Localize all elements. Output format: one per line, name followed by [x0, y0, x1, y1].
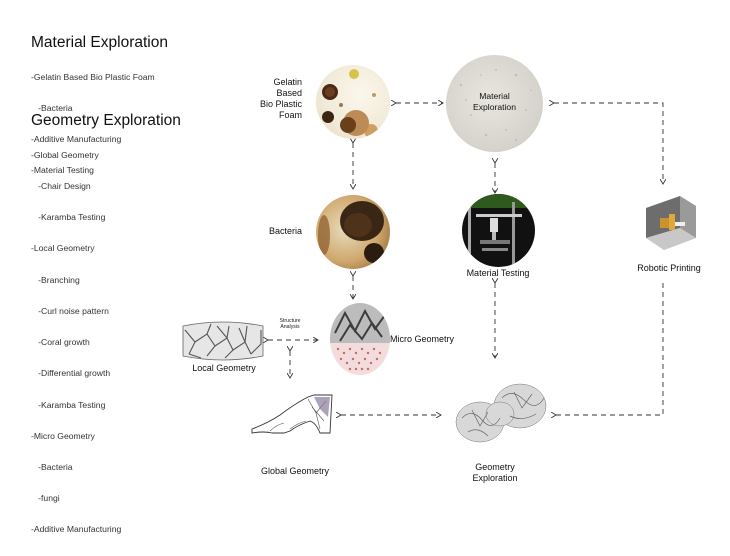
list-item: -Additive Manufacturing — [31, 524, 122, 535]
label-micro-geometry: Micro Geometry — [390, 334, 455, 344]
list-item: -Bacteria — [31, 103, 73, 114]
label-bacteria: Bacteria — [268, 226, 302, 236]
material-exploration-image: Material Exploration — [446, 55, 543, 152]
list-item: -Chair Design — [31, 181, 91, 192]
geometry-exploration-image — [452, 378, 554, 448]
global-geometry-image — [250, 393, 334, 437]
list-item: -Differential growth — [31, 368, 111, 379]
gelatin-foam-image — [316, 65, 390, 139]
material-testing-image — [462, 194, 535, 267]
micro-geometry-image — [330, 303, 390, 375]
list-item: -Local Geometry — [31, 243, 95, 254]
geometry-exploration-title: Geometry Exploration — [31, 112, 181, 129]
list-item: -Bacteria — [31, 462, 73, 472]
arrow-material-robotic — [554, 103, 663, 184]
list-item: -fungi — [31, 493, 60, 504]
list-item: -Additive Manufacturing — [31, 134, 122, 145]
list-item: -Curl noise pattern — [31, 305, 109, 316]
local-geometry-image — [181, 320, 265, 362]
label-material-testing: Material Testing — [466, 268, 530, 278]
robotic-printing-image — [636, 188, 702, 254]
label-gelatin: Gelatin Based Bio Plastic Foam — [259, 77, 302, 120]
list-item: -Branching — [31, 274, 80, 285]
list-item: -Material Testing — [31, 165, 94, 176]
material-exploration-list: -Gelatin Based Bio Plastic Foam -Bacteri… — [31, 51, 168, 197]
list-item: -Coral growth — [31, 337, 90, 348]
material-exploration-title: Material Exploration — [31, 34, 168, 51]
material-exploration-block: Material Exploration -Gelatin Based Bio … — [31, 34, 168, 197]
label-global-geometry: Global Geometry — [260, 466, 330, 476]
list-item: -Global Geometry — [31, 149, 99, 160]
list-item: -Gelatin Based Bio Plastic Foam — [31, 71, 155, 82]
label-local-geometry: Local Geometry — [192, 363, 256, 373]
label-material-exploration: Material Exploration — [473, 91, 516, 112]
label-robotic-printing: Robotic Printing — [637, 263, 701, 273]
list-item: -Karamba Testing — [31, 212, 106, 223]
geometry-exploration-list: -Global Geometry -Chair Design -Karamba … — [31, 129, 181, 556]
label-structure-analysis: Structure Analysis — [279, 318, 301, 331]
list-item: -Karamba Testing — [31, 399, 106, 410]
list-item: -Micro Geometry — [31, 430, 95, 441]
geometry-exploration-block: Geometry Exploration -Global Geometry -C… — [31, 112, 181, 556]
bacteria-image — [316, 195, 390, 269]
label-geometry-exploration: Geometry Exploration — [472, 462, 518, 483]
connector-layer — [0, 0, 730, 517]
arrow-geometry-robotic — [556, 283, 664, 415]
